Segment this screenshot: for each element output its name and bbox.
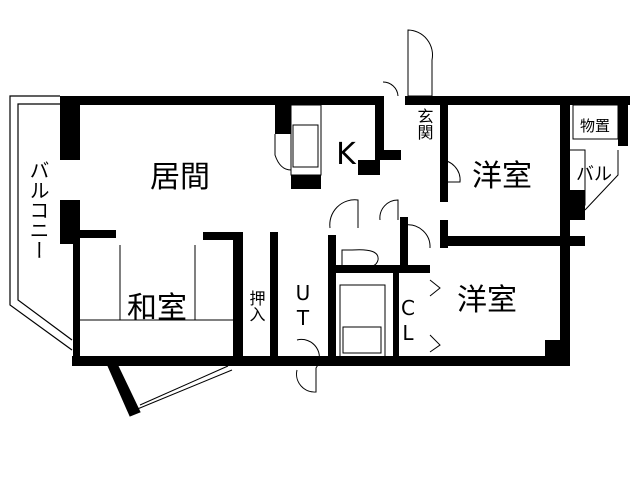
storage-label: 物置 [580, 117, 610, 135]
balcony-label: バルコニー [26, 160, 50, 260]
utility-label-t: T [296, 306, 310, 330]
room-labels: 居間 K 玄関 洋室 物置 バル バルコニー 和室 押入 U T C L 洋室 [26, 108, 612, 345]
japanese-room-label: 和室 [127, 291, 187, 326]
western-room-1-label: 洋室 [472, 159, 532, 194]
oshiire-label: 押入 [247, 290, 266, 322]
utility-label-u: U [296, 281, 311, 305]
balcony-outline [9, 95, 73, 351]
closet-label-l: L [402, 321, 414, 345]
living-room-label: 居間 [150, 160, 210, 195]
walls [60, 96, 630, 366]
entrance-label: 玄関 [415, 108, 434, 141]
western-room-2-label: 洋室 [457, 283, 517, 318]
kitchen-label: K [336, 137, 357, 172]
fixtures [80, 29, 619, 417]
small-balcony-label: バル [576, 164, 612, 185]
closet-label-c: C [401, 296, 415, 320]
